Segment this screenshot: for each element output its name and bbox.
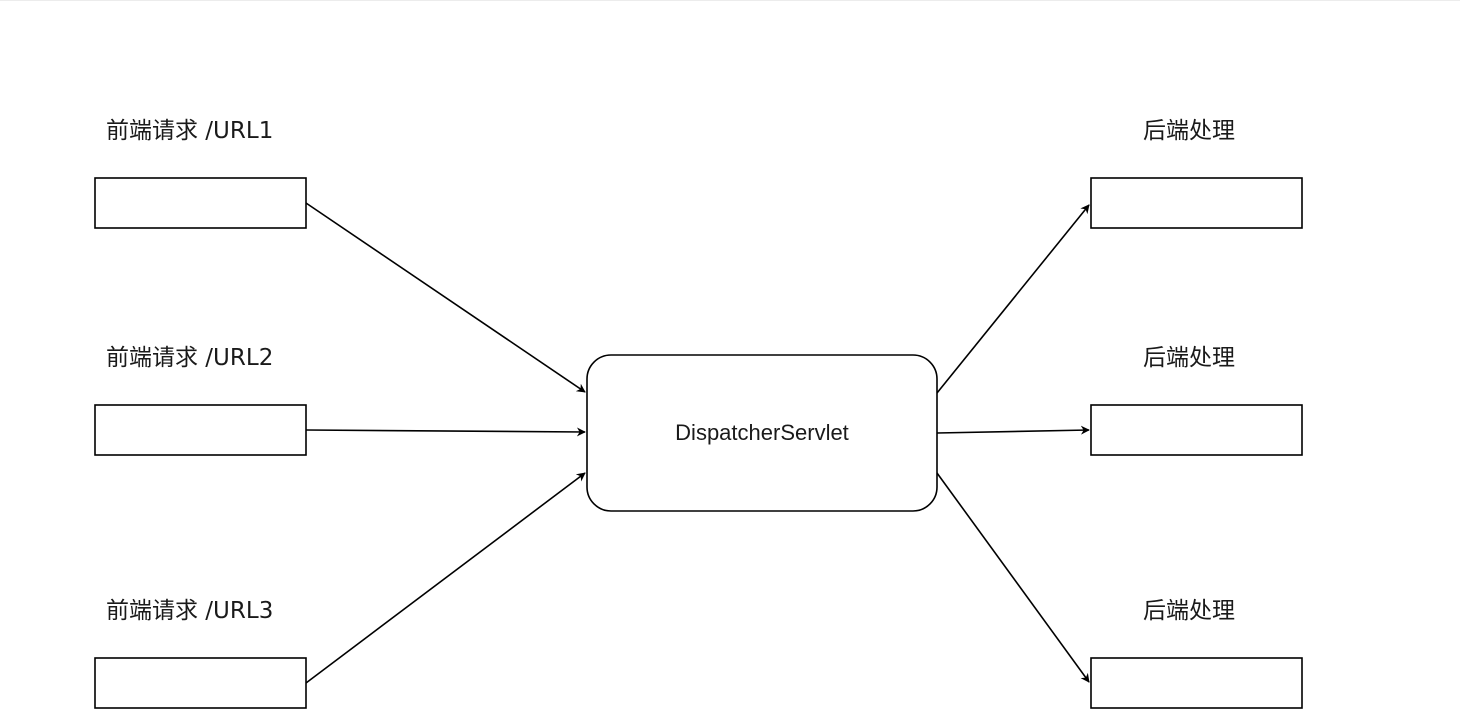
handler-label-2: 后端处理 <box>1143 345 1235 371</box>
handler-label-3: 后端处理 <box>1143 598 1235 624</box>
arrow-dispatcher-to-handler-2 <box>936 425 1090 435</box>
handler-box-2 <box>1090 404 1303 456</box>
request-box-3 <box>94 657 307 709</box>
arrow-request-3-to-dispatcher <box>305 472 586 684</box>
arrow-dispatcher-to-handler-3 <box>936 472 1090 683</box>
handler-box-1 <box>1090 177 1303 229</box>
request-label-2: 前端请求 /URL2 <box>106 345 274 371</box>
arrow-request-1-to-dispatcher <box>305 202 586 393</box>
dispatcher-label: DispatcherServlet <box>675 420 849 445</box>
request-label-1: 前端请求 /URL1 <box>106 118 274 144</box>
top-divider <box>0 0 1460 1</box>
request-box-1 <box>94 177 307 229</box>
arrow-dispatcher-to-handler-1 <box>936 204 1090 394</box>
request-label-3: 前端请求 /URL3 <box>106 598 274 624</box>
request-box-2 <box>94 404 307 456</box>
handler-box-3 <box>1090 657 1303 709</box>
handler-label-1: 后端处理 <box>1143 118 1235 144</box>
arrow-request-2-to-dispatcher <box>305 427 586 437</box>
